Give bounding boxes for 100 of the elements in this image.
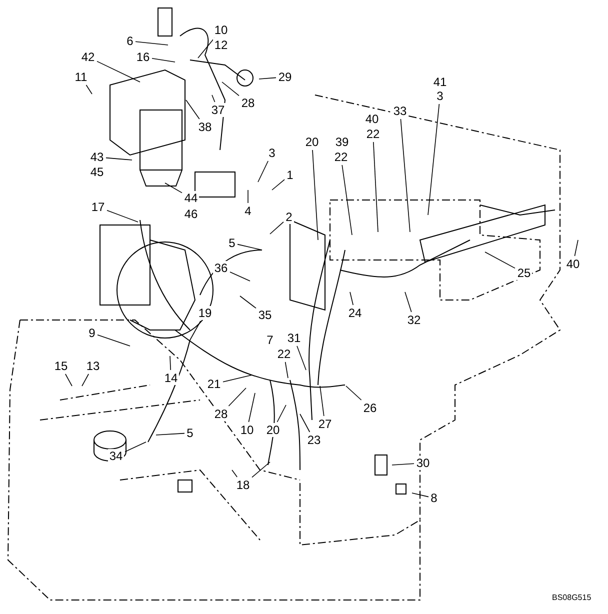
callout-number: 12 [213, 38, 229, 52]
leader-line [230, 272, 250, 282]
leader-line [86, 84, 92, 94]
callout-number: 38 [197, 120, 213, 134]
leader-line [106, 157, 132, 160]
callout-number: 22 [365, 127, 381, 141]
callout-number: 22 [333, 150, 349, 164]
callout-number: 37 [210, 103, 226, 117]
callout-number: 10 [239, 423, 255, 437]
callout-number: 35 [257, 308, 273, 322]
leader-line [272, 179, 285, 190]
leader-line [106, 210, 138, 222]
leader-line [270, 222, 284, 234]
leader-line [228, 388, 246, 406]
leader-line [258, 160, 268, 182]
leader-line [400, 118, 410, 232]
callout-number: 10 [213, 23, 229, 37]
callout-number: 41 [432, 75, 448, 89]
leader-line [404, 292, 412, 312]
callout-number: 46 [183, 207, 199, 221]
leader-line [296, 346, 306, 370]
leader-line [373, 142, 378, 232]
callout-number: 3 [268, 146, 276, 160]
callout-number: 11 [73, 70, 89, 84]
callout-number: 2 [284, 210, 294, 224]
leader-line [156, 432, 185, 436]
leader-line [65, 374, 72, 386]
callout-number: 9 [88, 326, 96, 340]
callout-number: 40 [565, 257, 581, 271]
callout-number: 5 [186, 426, 194, 440]
leader-line [198, 38, 215, 58]
callout-number: 40 [364, 112, 380, 126]
callout-number: 45 [89, 165, 105, 179]
leader-line [300, 414, 310, 432]
callout-number: 30 [415, 456, 431, 470]
callout-number: 14 [163, 371, 179, 385]
callout-number: 24 [347, 306, 363, 320]
leader-line [96, 60, 140, 82]
callout-number: 31 [286, 331, 302, 345]
leader-line [222, 374, 252, 382]
leader-line [342, 164, 352, 236]
leader-line [97, 334, 130, 346]
leader-line [484, 252, 516, 269]
leader-line [190, 320, 201, 340]
drawing-number: BS08G515 [552, 593, 592, 603]
callout-number: 13 [85, 359, 101, 373]
callout-number: 28 [213, 407, 229, 421]
leader-line [152, 58, 176, 62]
callout-number: 6 [126, 34, 134, 48]
callout-number: 43 [89, 150, 105, 164]
leader-line [312, 150, 318, 240]
leader-line [252, 462, 270, 478]
leader-line [258, 77, 276, 80]
callout-number: 8 [430, 491, 438, 505]
leader-line [237, 244, 262, 250]
leader-line [346, 386, 362, 400]
callout-number: 17 [90, 200, 106, 214]
leader-line [350, 292, 354, 306]
callout-number: 7 [266, 333, 274, 347]
leader-line [412, 492, 429, 498]
leader-line [240, 296, 256, 309]
callout-number: 42 [80, 50, 96, 64]
callout-number: 44 [183, 191, 199, 205]
callout-number: 4 [244, 204, 252, 218]
callout-number: 19 [197, 306, 213, 320]
leader-line [574, 240, 578, 256]
leader-line [428, 104, 440, 216]
callout-number: 28 [240, 96, 256, 110]
callout-number: 33 [392, 104, 408, 118]
callout-number: 27 [317, 417, 333, 431]
leader-line [320, 386, 324, 416]
leader-line [276, 404, 286, 422]
callout-number: 5 [228, 236, 236, 250]
leader-line [170, 356, 171, 370]
callout-number: 21 [206, 377, 222, 391]
callout-number: 34 [108, 449, 124, 463]
callout-number: 23 [306, 433, 322, 447]
callout-number: 29 [277, 70, 293, 84]
callout-number: 36 [213, 261, 229, 275]
leader-line [135, 41, 168, 46]
callout-number: 18 [235, 478, 251, 492]
callout-number: 15 [53, 359, 69, 373]
leader-line [232, 470, 238, 478]
callout-number: 39 [334, 135, 350, 149]
callout-number: 22 [276, 347, 292, 361]
leader-line [222, 82, 240, 96]
leader-line [82, 374, 89, 386]
leader-line [248, 392, 256, 422]
leader-line [164, 182, 182, 194]
callout-number: 16 [135, 50, 151, 64]
callout-number: 32 [406, 313, 422, 327]
callout-number: 25 [516, 266, 532, 280]
leader-line [212, 94, 216, 102]
callout-number: 20 [265, 423, 281, 437]
callout-number: 1 [286, 168, 294, 182]
leader-line [124, 442, 146, 452]
leader-line [186, 100, 200, 120]
callout-number: 20 [304, 135, 320, 149]
leader-line [392, 463, 414, 466]
leader-line [284, 362, 288, 378]
